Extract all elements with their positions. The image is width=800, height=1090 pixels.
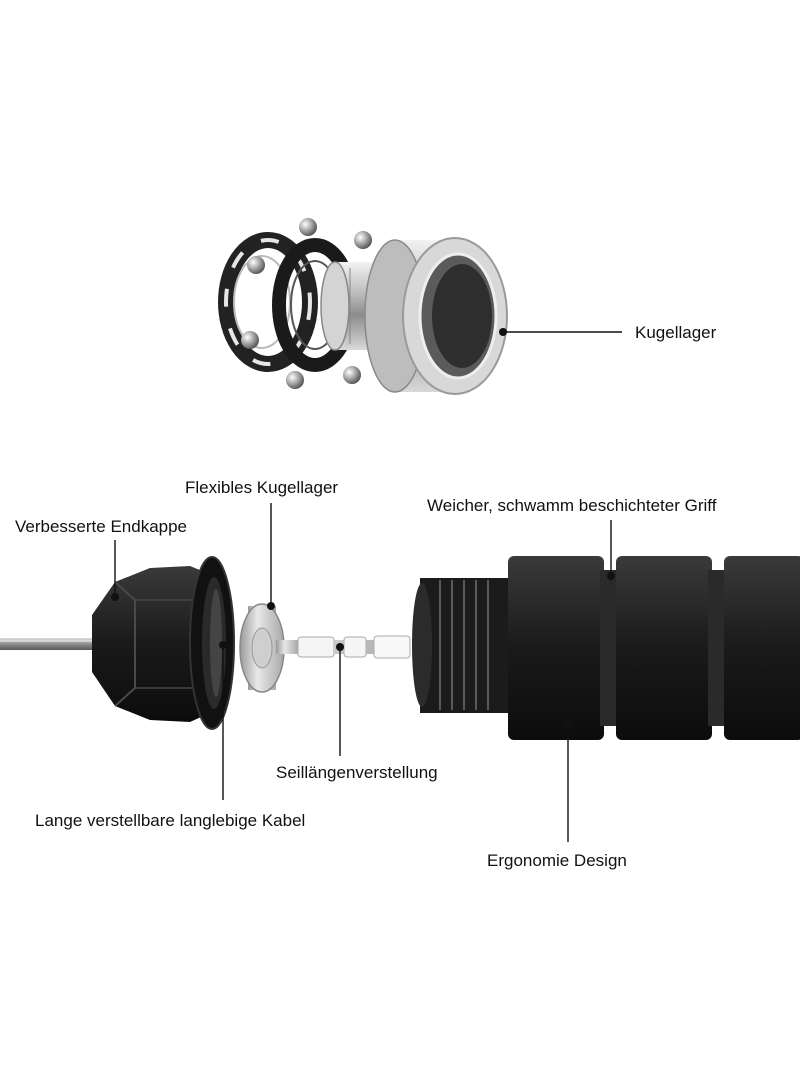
bearing-retainer-ring: [218, 232, 318, 372]
griff-leader-dot: [607, 572, 615, 580]
label-verbesserte-endkappe: Verbesserte Endkappe: [15, 517, 187, 536]
bearing-exploded-illustration: [218, 218, 508, 395]
bearing-balls: [241, 218, 372, 389]
label-griff: Weicher, schwamm beschichteter Griff: [427, 496, 717, 515]
foam-grip: [508, 556, 800, 740]
label-kabel: Lange verstellbare langlebige Kabel: [35, 811, 305, 830]
length-adjuster: [297, 635, 411, 659]
label-flexibles-kugellager: Flexibles Kugellager: [185, 478, 338, 497]
flexibles-kugellager-leader-dot: [267, 602, 275, 610]
label-ergonomie: Ergonomie Design: [487, 851, 627, 870]
end-cap-illustration: [92, 556, 235, 730]
label-seillaengenverstellung: Seillängenverstellung: [276, 763, 438, 782]
label-kugellager: Kugellager: [635, 323, 717, 342]
endkappe-leader-dot: [111, 593, 119, 601]
flexible-bearing-disc: [239, 603, 298, 693]
threaded-neck: [412, 578, 508, 713]
bearing-outer-housing: [364, 237, 508, 395]
